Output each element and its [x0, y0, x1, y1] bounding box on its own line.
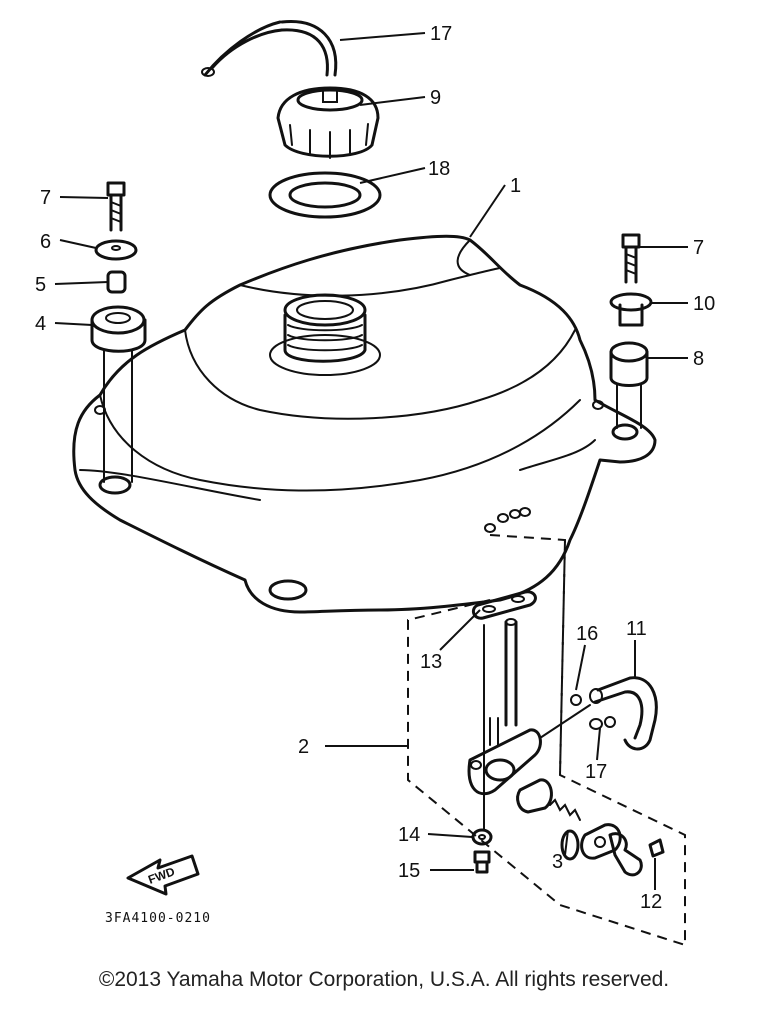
right-mount-hardware: [609, 233, 653, 429]
callout-13: 13: [420, 651, 442, 673]
diagram-code: 3FA4100-0210: [105, 911, 211, 926]
callout-7-left: 7: [40, 187, 51, 209]
callout-6: 6: [40, 231, 51, 253]
callout-16: 11: [626, 618, 647, 640]
callout-7-right: 7: [693, 237, 704, 259]
callout-15: 15: [398, 860, 420, 882]
callout-11: 3: [552, 851, 563, 873]
callout-1: 1: [510, 175, 521, 197]
fuel-cock-assembly: [407, 507, 686, 947]
cap-gasket: [268, 171, 382, 219]
callout-4: 4: [35, 313, 46, 335]
callout-17-bottom: 17: [585, 761, 607, 783]
callout-3: 17: [430, 23, 452, 45]
callout-10: 2: [298, 736, 309, 758]
callout-18: 18: [428, 158, 450, 180]
callout-2: 9: [430, 87, 441, 109]
fuel-tank: [72, 234, 657, 614]
callout-labels: 17 9 18 1 7 6 5 4 7 10 8 2 13 14 15 16 1…: [35, 23, 715, 913]
callout-9: 10: [693, 293, 715, 315]
callout-5: 5: [35, 274, 46, 296]
callout-8: 8: [693, 348, 704, 370]
leader-lines: [54, 32, 688, 890]
breather-hose: [201, 20, 338, 77]
forward-arrow-icon: FWD: [126, 854, 200, 896]
callout-14: 14: [398, 824, 420, 846]
callout-17-top: 16: [576, 623, 598, 645]
left-mount-hardware: [90, 181, 147, 483]
copyright-notice: ©2013 Yamaha Motor Corporation, U.S.A. A…: [98, 968, 670, 991]
fuel-cap: [276, 86, 380, 159]
callout-12: 12: [640, 891, 662, 913]
